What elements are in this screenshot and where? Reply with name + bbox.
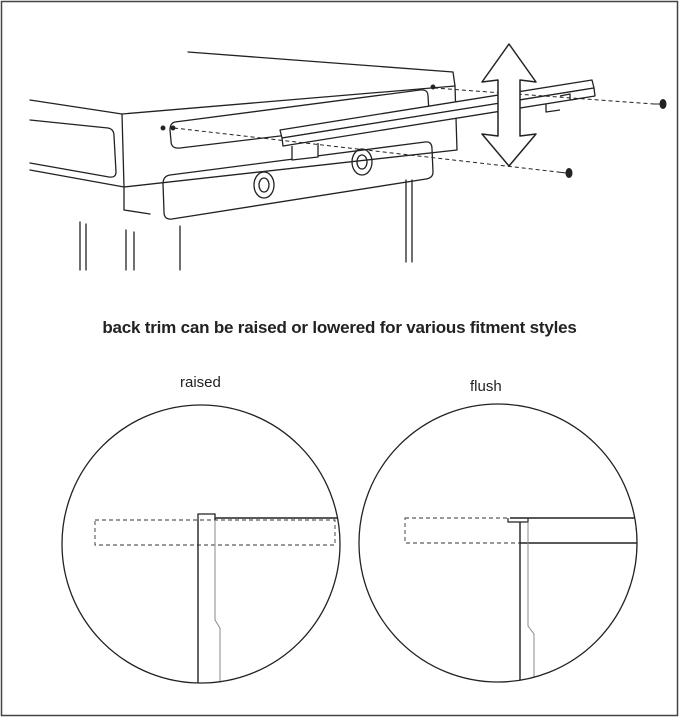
flush-label: flush — [470, 378, 502, 395]
knob-left — [253, 171, 275, 199]
legs — [79, 179, 413, 271]
screw-guide-lines — [173, 87, 655, 173]
detail-raised — [61, 404, 341, 684]
detail-flush-circle — [358, 403, 638, 683]
detail-raised-circle — [61, 404, 341, 684]
back-trim-bar — [279, 79, 596, 161]
side-recess — [29, 119, 117, 178]
detail-flush — [358, 403, 638, 683]
drawer-recess — [162, 141, 434, 220]
up-down-arrow-icon — [481, 43, 537, 167]
cabinet-illustration — [29, 51, 458, 271]
worktop-top — [29, 51, 456, 115]
raised-label: raised — [180, 374, 221, 391]
knob-right — [351, 148, 373, 176]
diagram-caption: back trim can be raised or lowered for v… — [102, 318, 577, 337]
screw-icon — [557, 99, 667, 178]
